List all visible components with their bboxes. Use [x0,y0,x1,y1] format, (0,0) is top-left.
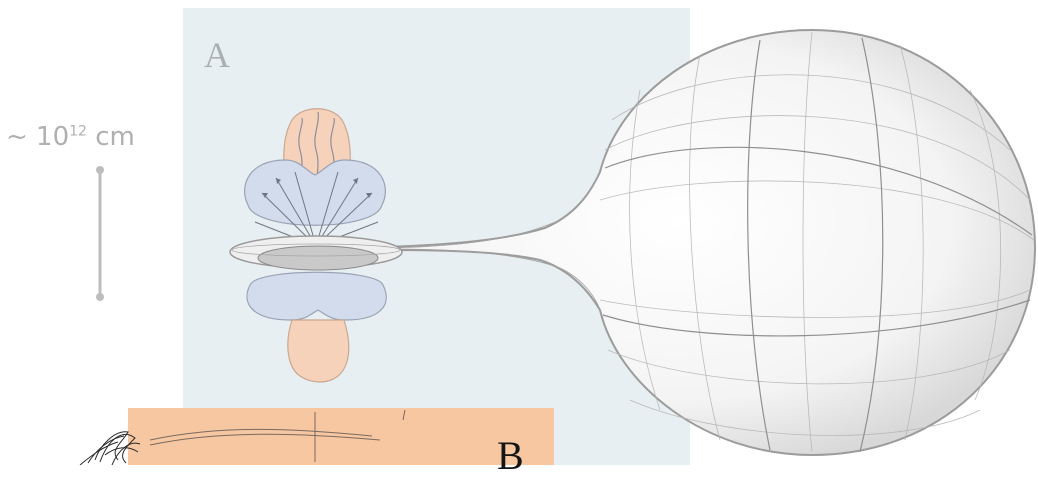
drawing-layer [0,0,1038,465]
expanding-bubble [385,30,1035,455]
scale-label: ~ 1012 cm [6,122,135,152]
lower-jet [288,320,349,382]
panel-a-label: A [204,34,230,76]
scale-unit: cm [87,122,135,152]
scale-prefix: ~ 10 [6,122,69,152]
panel-b-label: B [497,432,524,479]
accretion-disk [230,236,402,270]
scale-exponent: 12 [69,123,87,139]
tangled-scribble [80,432,140,465]
panel-b-sketch [150,410,405,462]
lower-torus [247,272,386,320]
scale-bar [96,166,104,301]
illustration: A B ~ 1012 cm [0,0,1038,465]
